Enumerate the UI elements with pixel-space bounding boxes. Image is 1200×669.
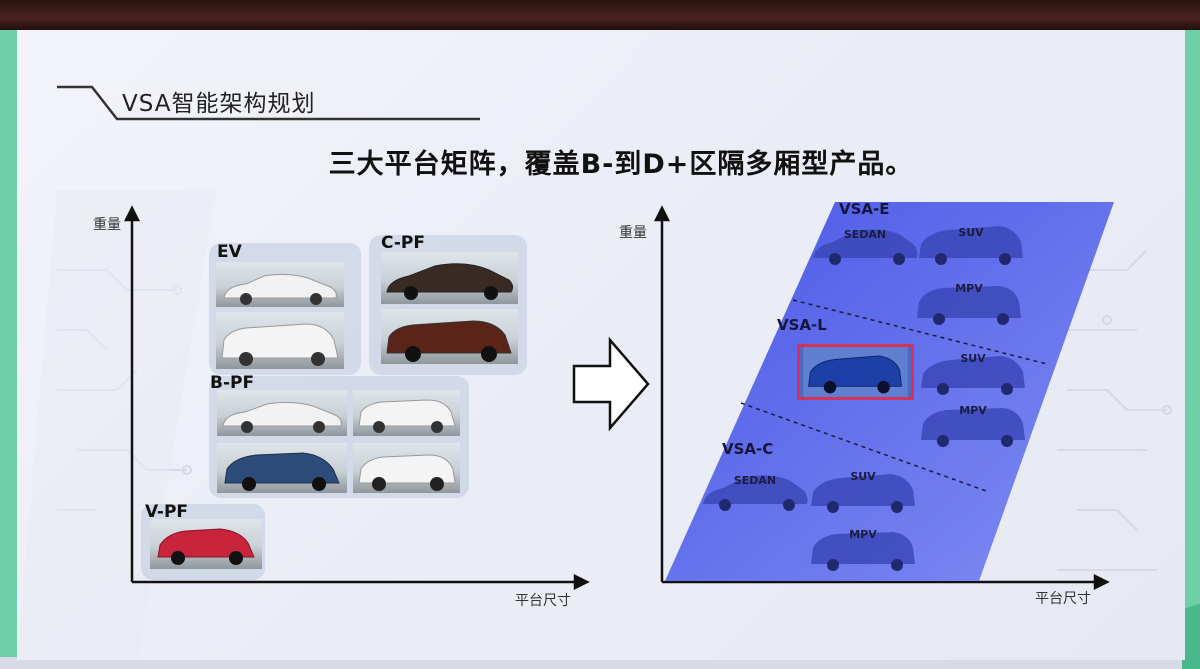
cpf-suv-photo	[381, 309, 518, 364]
vsa-c-suv-label: SUV	[850, 470, 876, 483]
tier-label-vsa-c: VSA-C	[722, 440, 774, 458]
right-arrow-icon	[572, 336, 650, 432]
vsa-e-sedan-label: SEDAN	[843, 228, 887, 241]
tier-label-vsa-l: VSA-L	[777, 316, 827, 334]
title-underline	[57, 85, 480, 121]
stage-floor	[0, 657, 1200, 669]
vsa-c-mpv-silhouette: MPV	[807, 524, 919, 572]
tier-label-vsa-e: VSA-E	[839, 200, 890, 218]
vpf-car-photo	[150, 519, 262, 569]
left-x-axis-label: 平台尺寸	[515, 593, 571, 609]
slide-title: VSA智能架构规划	[122, 91, 316, 117]
bpf-sedan-photo	[217, 390, 347, 436]
vsa-c-sedan-label: SEDAN	[733, 474, 777, 487]
cpf-group-label: C-PF	[381, 233, 425, 253]
vpf-group-label: V-PF	[145, 502, 189, 522]
vsa-c-sedan-silhouette: SEDAN	[699, 466, 811, 514]
stage-side-decoration	[1182, 565, 1200, 669]
stage-curtain	[0, 0, 1200, 30]
vsa-l-mpv-label: MPV	[959, 404, 987, 417]
ev-group-label: EV	[217, 242, 242, 262]
vsa-l-featured-suv-photo	[797, 344, 914, 400]
cpf-coupe-photo	[381, 252, 518, 304]
right-x-axis-label: 平台尺寸	[1035, 591, 1091, 607]
vsa-l-suv-silhouette: SUV	[917, 348, 1029, 396]
vsa-e-suv-label: SUV	[958, 226, 984, 239]
vsa-e-mpv-silhouette: MPV	[913, 278, 1025, 326]
vsa-e-sedan-silhouette: SEDAN	[809, 220, 921, 268]
vsa-c-suv-silhouette: SUV	[807, 466, 919, 514]
vsa-c-mpv-label: MPV	[849, 528, 877, 541]
bpf-hatch-photo	[217, 443, 347, 493]
presentation-slide: VSA智能架构规划 三大平台矩阵，覆盖B-到D+区隔多厢型产品。 重量 平台尺寸…	[17, 30, 1185, 660]
vsa-l-suv-label: SUV	[960, 352, 986, 365]
vsa-l-mpv-silhouette: MPV	[917, 400, 1029, 448]
vsa-e-mpv-label: MPV	[955, 282, 983, 295]
ev-mpv-photo	[216, 312, 344, 369]
left-y-axis-label: 重量	[93, 217, 121, 233]
right-y-axis-label: 重量	[619, 225, 647, 241]
slide-headline: 三大平台矩阵，覆盖B-到D+区隔多厢型产品。	[328, 149, 914, 180]
bpf-mpv-photo	[353, 390, 460, 436]
vsa-e-suv-silhouette: SUV	[915, 218, 1027, 266]
bpf-crossover-photo	[353, 443, 460, 493]
chart-axes	[123, 205, 1110, 591]
circuit-background	[17, 190, 1172, 660]
vsa-platform-matrix	[665, 202, 1114, 581]
ev-car-photo	[216, 262, 344, 307]
bpf-group-label: B-PF	[210, 373, 255, 393]
